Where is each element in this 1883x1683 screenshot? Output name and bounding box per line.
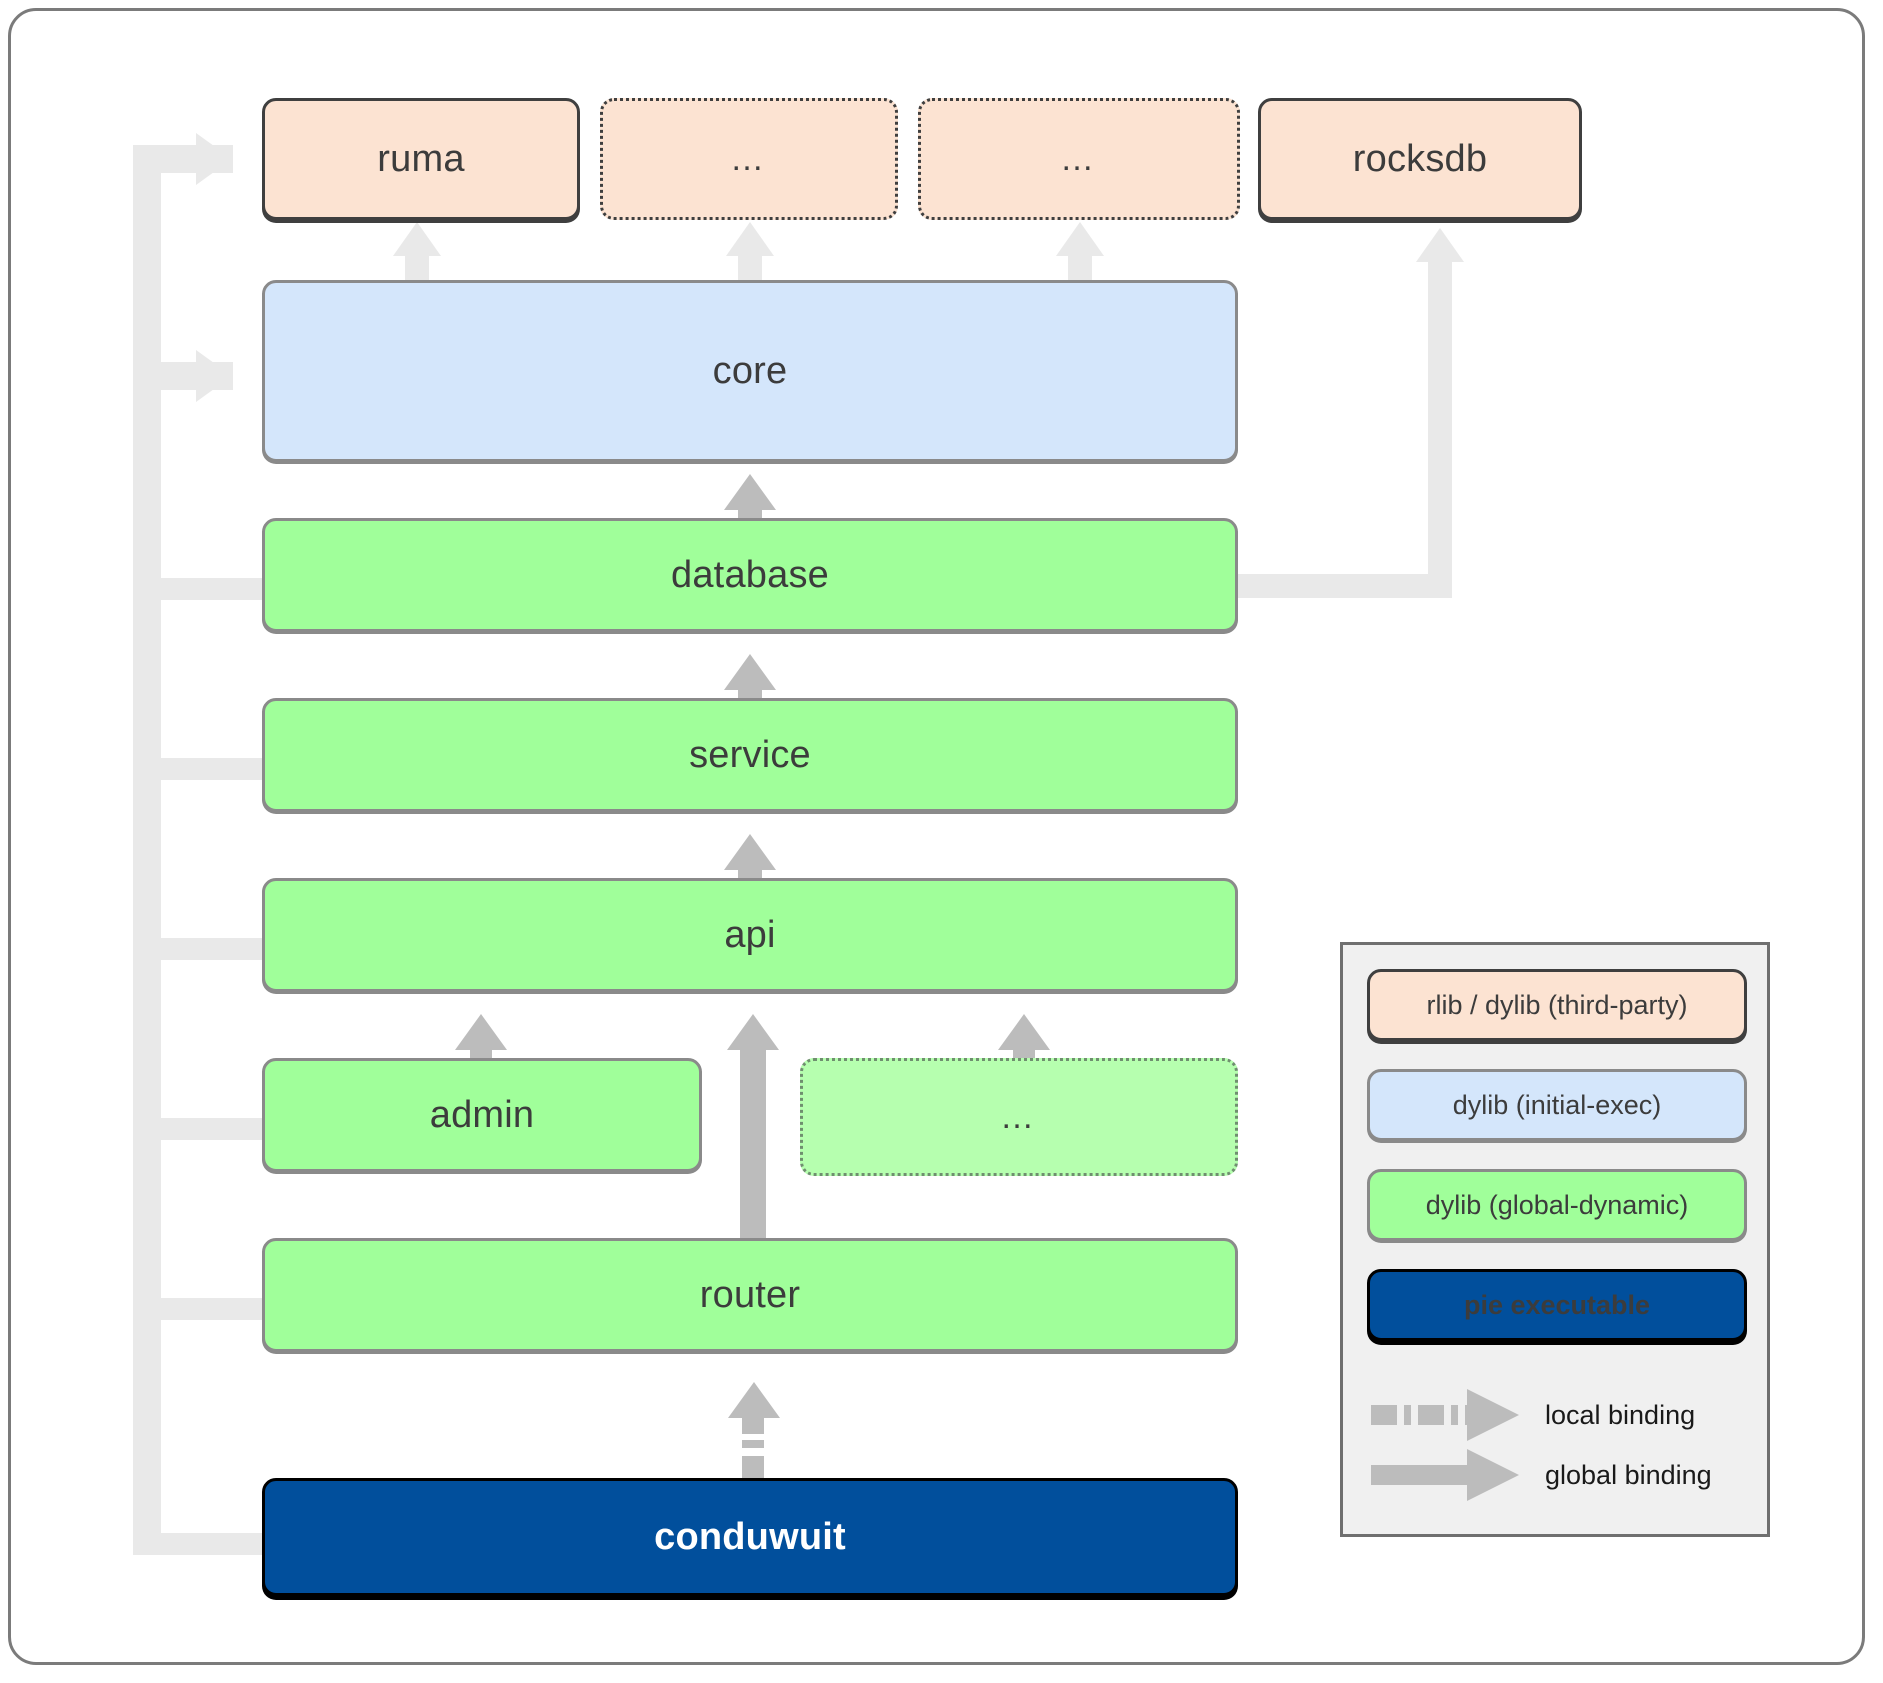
arrow-core-to-dots2-head: [1056, 222, 1104, 256]
arrow-api-to-service-head: [724, 834, 776, 870]
node-top-dots-2-label: …: [1060, 139, 1098, 178]
connector-database-rocksdb-vertical: [1428, 262, 1452, 598]
connector-arrowhead-rocksdb: [1416, 228, 1464, 262]
node-ruma[interactable]: ruma: [262, 98, 580, 220]
arrow-conduwuit-to-router-head: [728, 1382, 780, 1418]
bus-trunk-vertical: [133, 145, 161, 1555]
arrow-core-to-ruma-head: [393, 222, 441, 256]
legend-swatch-global-dynamic: dylib (global-dynamic): [1367, 1169, 1747, 1241]
legend-panel: rlib / dylib (third-party) dylib (initia…: [1340, 942, 1770, 1537]
arrow-admin-to-api-head: [455, 1014, 507, 1050]
legend-swatch-pie-executable-label: pie executable: [1463, 1289, 1651, 1320]
legend-swatch-pie-executable: pie executable: [1367, 1269, 1747, 1341]
node-mid-dots-label: …: [1000, 1097, 1038, 1136]
arrow-router-to-api-head: [727, 1014, 779, 1050]
bus-branch-database: [133, 578, 268, 600]
node-core[interactable]: core: [262, 280, 1238, 462]
legend-row-global-binding: global binding: [1367, 1445, 1751, 1505]
node-top-dots-1[interactable]: …: [600, 98, 898, 220]
bus-arrowhead-ruma: [196, 133, 232, 185]
legend-swatch-initial-exec: dylib (initial-exec): [1367, 1069, 1747, 1141]
connector-database-rocksdb-horizontal: [1238, 574, 1452, 598]
bus-branch-admin: [133, 1118, 268, 1140]
arrow-core-to-dots1-head: [726, 222, 774, 256]
node-api-label: api: [724, 913, 776, 956]
bus-branch-conduwuit: [133, 1533, 268, 1555]
legend-swatch-third-party: rlib / dylib (third-party): [1367, 969, 1747, 1041]
bus-branch-service: [133, 758, 268, 780]
node-api[interactable]: api: [262, 878, 1238, 992]
node-service[interactable]: service: [262, 698, 1238, 812]
legend-swatch-initial-exec-label: dylib (initial-exec): [1452, 1089, 1662, 1120]
node-router-label: router: [699, 1273, 801, 1316]
node-top-dots-1-label: …: [730, 139, 768, 178]
arrow-service-to-database-head: [724, 654, 776, 690]
node-admin-label: admin: [429, 1093, 535, 1136]
legend-row-local-binding: local binding: [1367, 1385, 1751, 1445]
node-ruma-label: ruma: [377, 137, 465, 180]
arrow-conduwuit-to-router-seg1: [742, 1416, 764, 1434]
node-conduwuit[interactable]: conduwuit: [262, 1478, 1238, 1596]
bus-arrowhead-core: [196, 350, 232, 402]
node-mid-dots[interactable]: …: [800, 1058, 1238, 1176]
global-binding-arrow-icon: [1367, 1447, 1527, 1503]
node-conduwuit-label: conduwuit: [654, 1515, 846, 1558]
arrow-conduwuit-to-router-seg2: [742, 1440, 764, 1448]
node-core-label: core: [712, 349, 788, 392]
legend-local-binding-label: local binding: [1545, 1399, 1696, 1430]
legend-swatch-global-dynamic-label: dylib (global-dynamic): [1425, 1189, 1689, 1220]
bus-branch-api: [133, 938, 268, 960]
node-database[interactable]: database: [262, 518, 1238, 632]
node-rocksdb[interactable]: rocksdb: [1258, 98, 1582, 220]
node-admin[interactable]: admin: [262, 1058, 702, 1172]
node-top-dots-2[interactable]: …: [918, 98, 1240, 220]
legend-global-binding-label: global binding: [1545, 1459, 1712, 1490]
legend-swatch-third-party-label: rlib / dylib (third-party): [1426, 989, 1688, 1020]
node-router[interactable]: router: [262, 1238, 1238, 1352]
node-database-label: database: [671, 553, 829, 596]
node-service-label: service: [689, 733, 811, 776]
arrow-database-to-core-head: [724, 474, 776, 510]
node-rocksdb-label: rocksdb: [1352, 137, 1488, 180]
bus-branch-router: [133, 1298, 268, 1320]
arrow-dots-to-api-head: [998, 1014, 1050, 1050]
local-binding-arrow-icon: [1367, 1387, 1527, 1443]
arrow-router-to-api-shaft: [740, 1050, 766, 1242]
